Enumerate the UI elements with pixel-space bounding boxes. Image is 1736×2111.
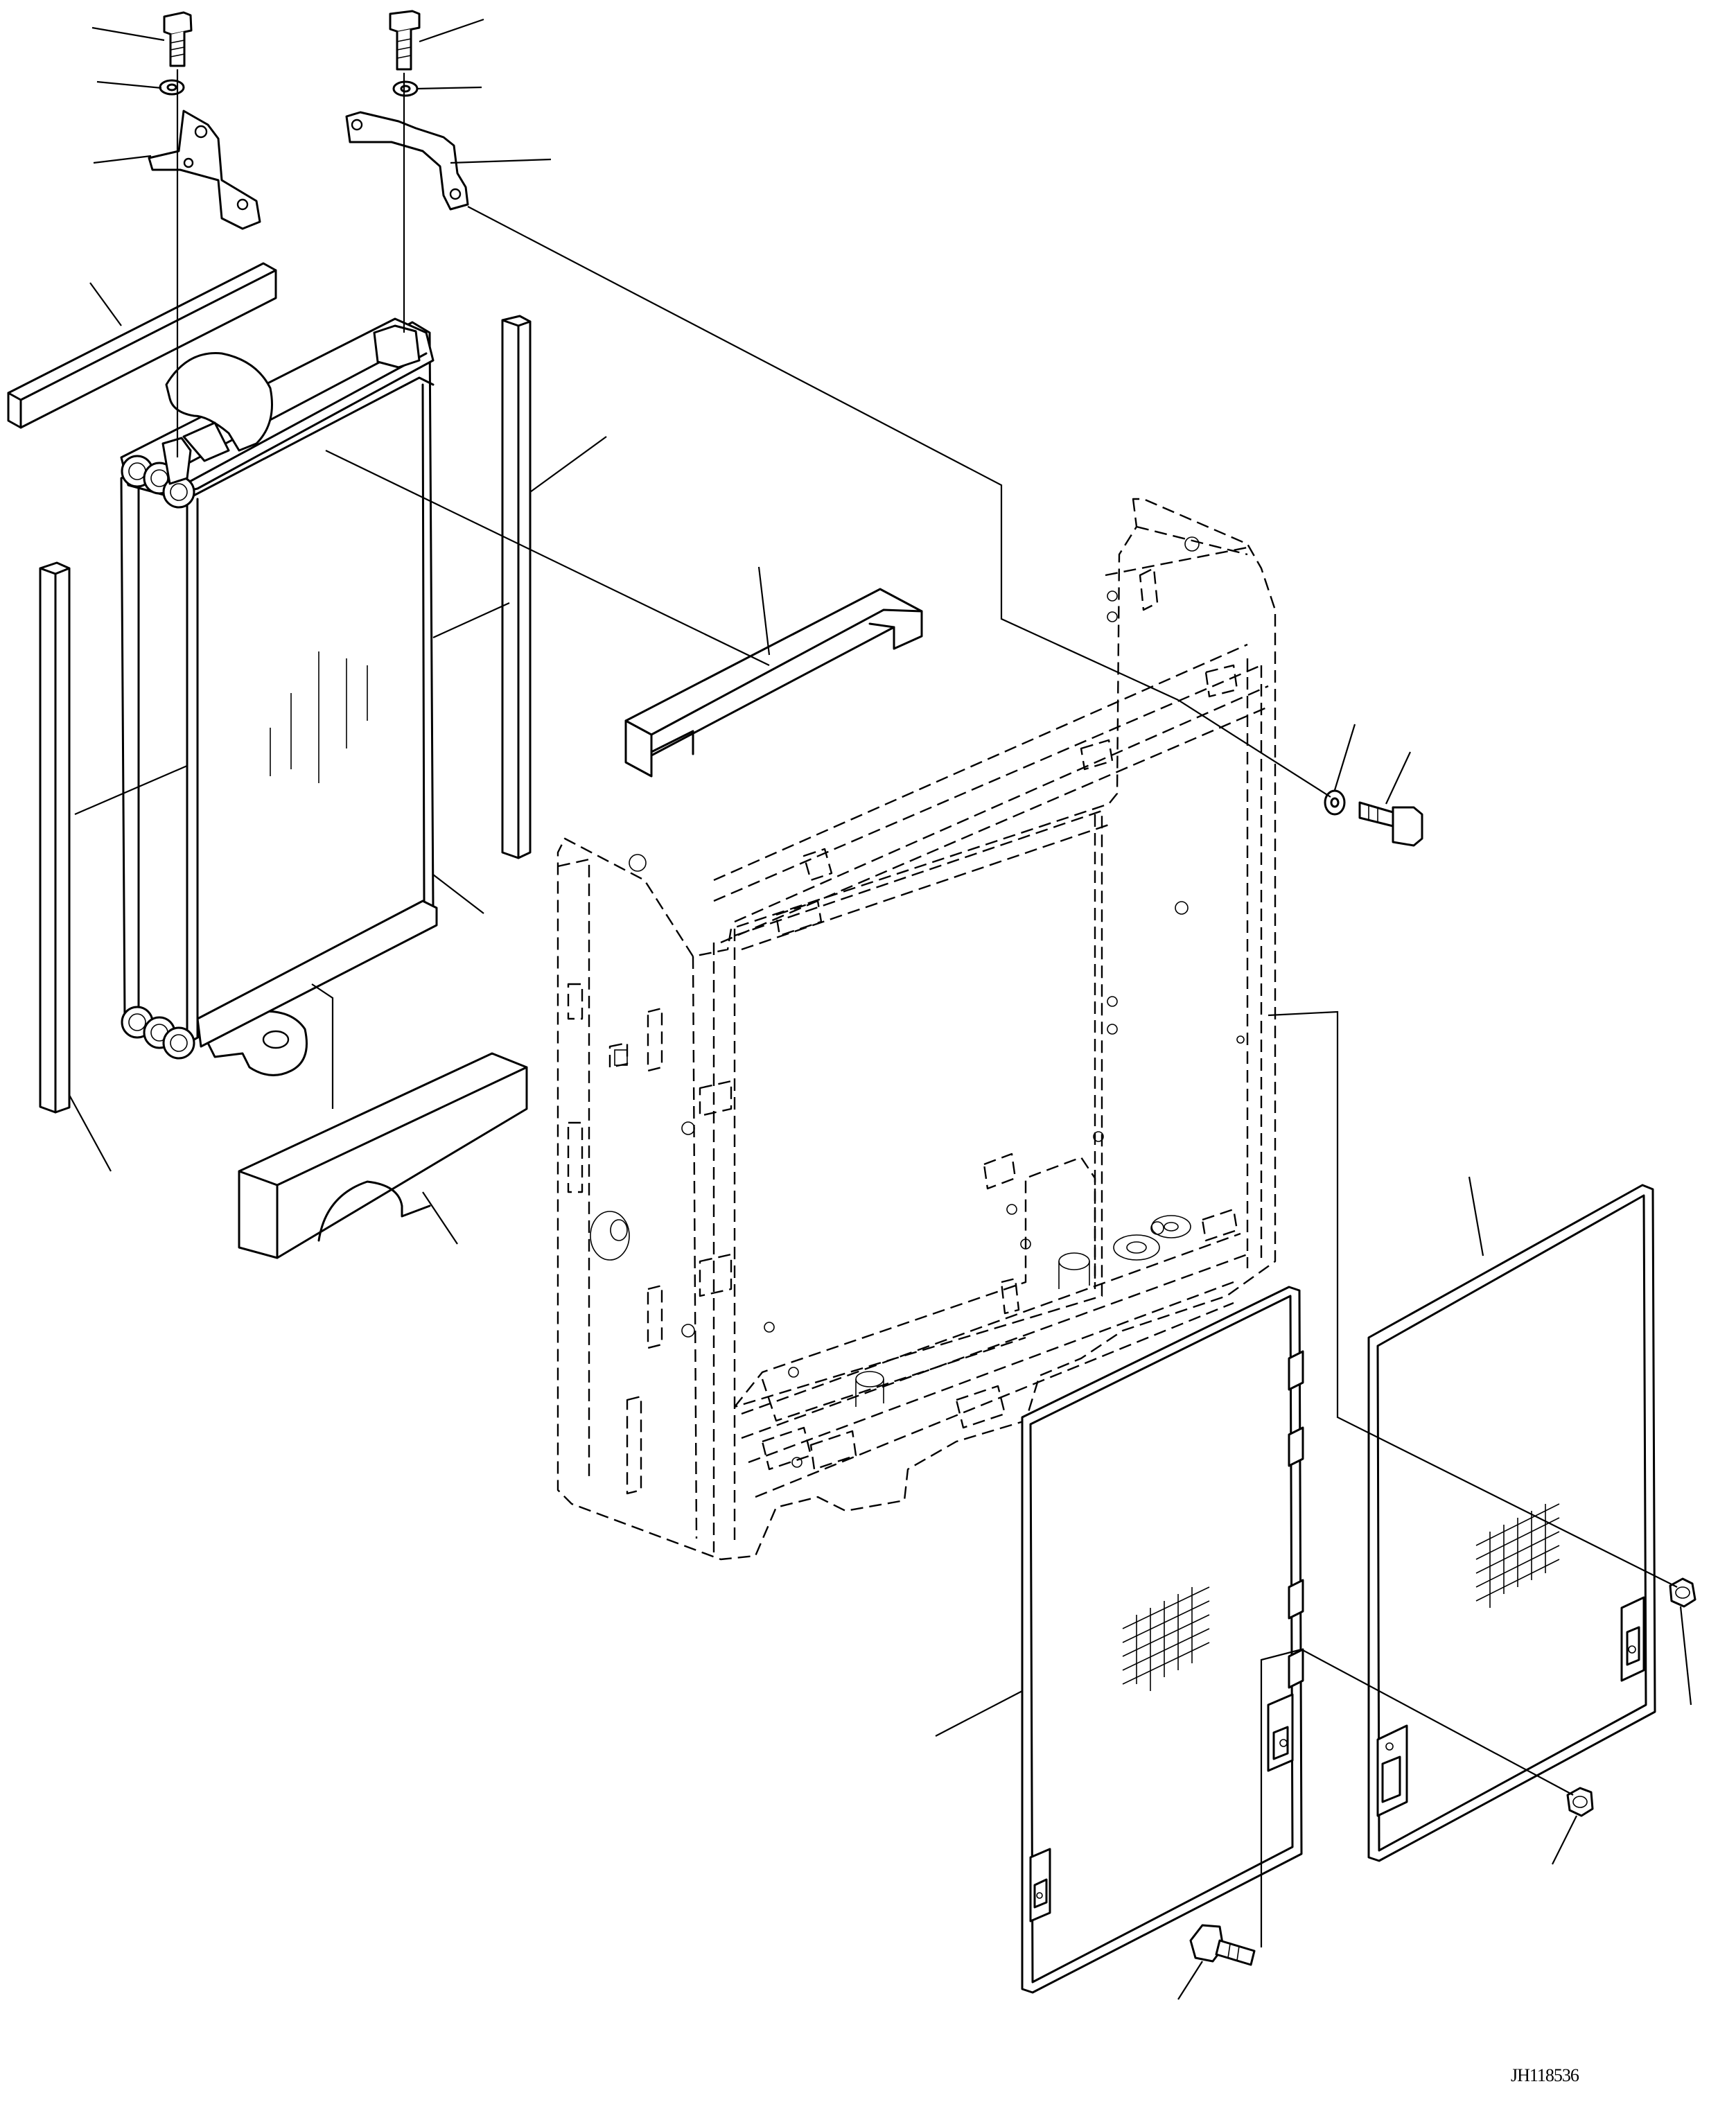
seal-left (39, 561, 71, 1114)
knob-front (1566, 1787, 1594, 1817)
drawing-code-label: JH118536 (1511, 2065, 1579, 2085)
leader-seal-bottom-block (422, 1191, 458, 1245)
leader-screen-rear (1468, 1176, 1484, 1256)
seal-upper-center (624, 588, 923, 778)
washer-top-left (159, 79, 185, 96)
seal-top (7, 262, 277, 429)
leader-seal-right (529, 436, 607, 493)
callout-leaders (69, 18, 1692, 2000)
bolt-side (1358, 801, 1423, 847)
bolt-top-left (163, 11, 193, 67)
leader-screen-front (935, 1690, 1023, 1737)
leader-bolt-top-right (419, 18, 484, 43)
leader-washer-top-left (96, 80, 162, 89)
seal-bottom-block (238, 1052, 528, 1259)
leader-seal-upper-center (757, 566, 771, 656)
leader-bolt-top-left (91, 26, 165, 42)
leader-radiator-core (432, 874, 484, 914)
radiator-core (120, 317, 438, 1076)
knob-rear (1669, 1577, 1696, 1608)
screen-front (1021, 1286, 1304, 1994)
assembly-lines (74, 69, 1678, 1947)
leader-bolt-side (1385, 751, 1411, 805)
leader-bracket-right (450, 158, 552, 164)
washer-top-right (392, 80, 419, 97)
leader-bracket-left (93, 155, 152, 164)
bolt-top-right (389, 10, 421, 71)
leader-washer-side (1333, 724, 1356, 791)
bracket-right (345, 111, 469, 211)
seal-right (501, 315, 532, 859)
radiator-frame-dashed (556, 498, 1277, 1561)
bracket-left (148, 110, 261, 230)
leader-washer-top-right (416, 86, 482, 90)
bolt-bottom (1189, 1924, 1256, 1966)
washer-side (1324, 789, 1346, 816)
leader-seal-top (89, 282, 122, 326)
leader-seal-left (69, 1094, 112, 1172)
leader-knob-front (1552, 1815, 1577, 1865)
leader-knob-rear (1679, 1606, 1692, 1706)
screen-rear (1367, 1184, 1656, 1862)
leader-bolt-bottom (1177, 1961, 1203, 2000)
